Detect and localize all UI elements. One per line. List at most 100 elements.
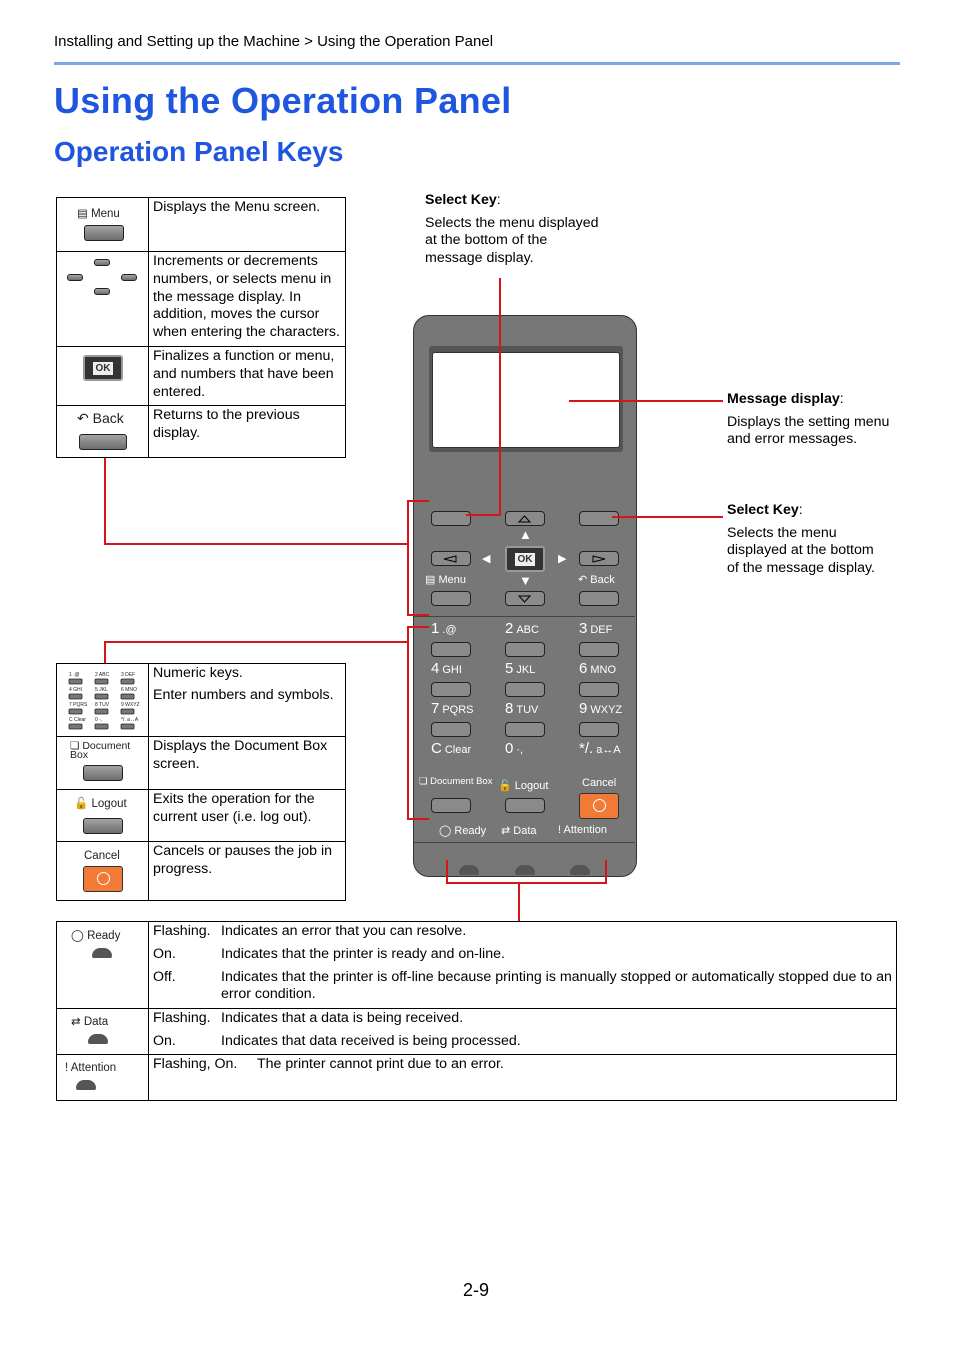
callout-select-key-top: Select Key: Selects the menu displayed a…: [425, 192, 599, 266]
numeric-key-label: 0·,: [505, 740, 524, 757]
cancel-key[interactable]: [579, 793, 619, 819]
table-row: 🔓 Logout Exits the operation for the cur…: [56, 789, 346, 842]
table-row: ⇄ Data Flashing.Indicates that a data is…: [56, 1008, 897, 1055]
numeric-key[interactable]: [579, 682, 619, 697]
menu-icon: ▤ Menu: [77, 208, 120, 220]
page-number: 2-9: [463, 1280, 490, 1300]
indicators-table: ◯ Ready Flashing.Indicates an error that…: [56, 921, 897, 1101]
keys-table-top: ▤ Menu Displays the Menu screen. Increme…: [56, 197, 346, 458]
attention-icon: ! Attention: [65, 1062, 117, 1074]
table-row: OK Finalizes a function or menu, and num…: [56, 346, 346, 406]
svg-text:*/. a↔A: */. a↔A: [121, 717, 139, 723]
select-key-right[interactable]: [579, 511, 619, 526]
display-bezel: [429, 346, 623, 452]
table-row: Cancel Cancels or pauses the job in prog…: [56, 841, 346, 901]
logout-desc: Exits the operation for the current user…: [148, 789, 346, 842]
cancel-desc: Cancels or pauses the job in progress.: [148, 841, 346, 901]
table-row: ❏ Document Box Displays the Document Box…: [56, 736, 346, 790]
logout-key[interactable]: [505, 798, 545, 813]
back-icon: ↶ Back: [578, 574, 615, 586]
table-row: ! Attention Flashing, On.The printer can…: [56, 1054, 897, 1101]
menu-key-image: [84, 225, 124, 241]
left-arrow-icon: ◀: [482, 553, 491, 565]
menu-key-desc: Displays the Menu screen.: [148, 197, 346, 252]
svg-text:0 ·,: 0 ·,: [95, 717, 102, 723]
numeric-key[interactable]: [431, 722, 471, 737]
numeric-keys-desc: Numeric keys. Enter numbers and symbols.: [148, 663, 346, 737]
numeric-key[interactable]: [505, 722, 545, 737]
svg-text:2 ABC: 2 ABC: [95, 672, 110, 678]
back-key[interactable]: [579, 591, 619, 606]
lock-icon: 🔓 Logout: [498, 780, 549, 792]
ready-led-image: [92, 948, 112, 958]
ok-key-icon: OK: [83, 355, 123, 381]
header-rule: [54, 62, 900, 65]
svg-text:3 DEF: 3 DEF: [121, 672, 135, 678]
numeric-key[interactable]: [431, 682, 471, 697]
back-icon: ↶ Back: [77, 410, 124, 426]
numeric-key[interactable]: [431, 642, 471, 657]
data-led-image: [88, 1034, 108, 1044]
up-key[interactable]: [505, 511, 545, 526]
panel-divider: [414, 616, 635, 617]
lock-icon: 🔓 Logout: [74, 798, 127, 810]
panel-divider: [414, 842, 635, 843]
up-arrow-icon: ▲: [519, 527, 532, 542]
attention-indicator-desc: Flashing, On.The printer cannot print du…: [148, 1054, 897, 1101]
cancel-cell: Cancel: [56, 841, 149, 901]
logout-key-image: [83, 818, 123, 834]
table-row: Increments or decrements numbers, or sel…: [56, 251, 346, 347]
svg-text:8 TUV: 8 TUV: [95, 702, 110, 708]
down-key[interactable]: [505, 591, 545, 606]
ready-indicator-cell: ◯ Ready: [56, 921, 149, 1009]
select-key-left[interactable]: [431, 511, 471, 526]
data-indicator-desc: Flashing.Indicates that a data is being …: [148, 1008, 897, 1055]
data-indicator-label: ⇄ Data: [501, 825, 537, 837]
ready-indicator-desc: Flashing.Indicates an error that you can…: [148, 921, 897, 1009]
document-box-key[interactable]: [431, 798, 471, 813]
svg-text:5 JKL: 5 JKL: [95, 687, 108, 693]
down-arrow-icon: ▼: [519, 573, 532, 588]
numeric-key[interactable]: [505, 642, 545, 657]
left-key[interactable]: [431, 551, 471, 566]
arrow-keys-desc: Increments or decrements numbers, or sel…: [148, 251, 346, 347]
document-box-key-image: [83, 765, 123, 781]
cancel-icon: [83, 866, 123, 892]
page-title: Using the Operation Panel: [54, 80, 512, 121]
svg-text:9 WXYZ: 9 WXYZ: [121, 702, 140, 708]
ready-icon: ◯ Ready: [71, 930, 121, 942]
callout-message-display: Message display: Displays the setting me…: [727, 391, 890, 447]
back-key-cell: ↶ Back: [56, 405, 149, 458]
menu-key-cell: ▤ Menu: [56, 197, 149, 252]
right-arrow-icon: ▶: [558, 553, 567, 565]
ok-key-desc: Finalizes a function or menu, and number…: [148, 346, 346, 406]
svg-text:1 .@: 1 .@: [69, 672, 80, 678]
right-key[interactable]: [579, 551, 619, 566]
attention-indicator-cell: ! Attention: [56, 1054, 149, 1101]
svg-text:4 GHI: 4 GHI: [69, 687, 82, 693]
table-row: ↶ Back Returns to the previous display.: [56, 405, 346, 458]
ok-key[interactable]: OK: [505, 546, 545, 572]
attention-led-image: [76, 1080, 96, 1090]
table-row: ◯ Ready Flashing.Indicates an error that…: [56, 921, 897, 1009]
numeric-key[interactable]: [505, 682, 545, 697]
numeric-key[interactable]: [579, 722, 619, 737]
document-box-icon: ❏ Document Box: [70, 740, 131, 761]
menu-icon: ▤ Menu: [425, 574, 466, 586]
ready-led: [459, 865, 479, 875]
svg-text:7 PQRS: 7 PQRS: [69, 702, 88, 708]
section-title: Operation Panel Keys: [54, 136, 344, 167]
callout-select-key-right: Select Key: Selects the menu displayed a…: [727, 502, 875, 576]
menu-key[interactable]: [431, 591, 471, 606]
data-led: [515, 865, 535, 875]
numeric-key[interactable]: [579, 642, 619, 657]
